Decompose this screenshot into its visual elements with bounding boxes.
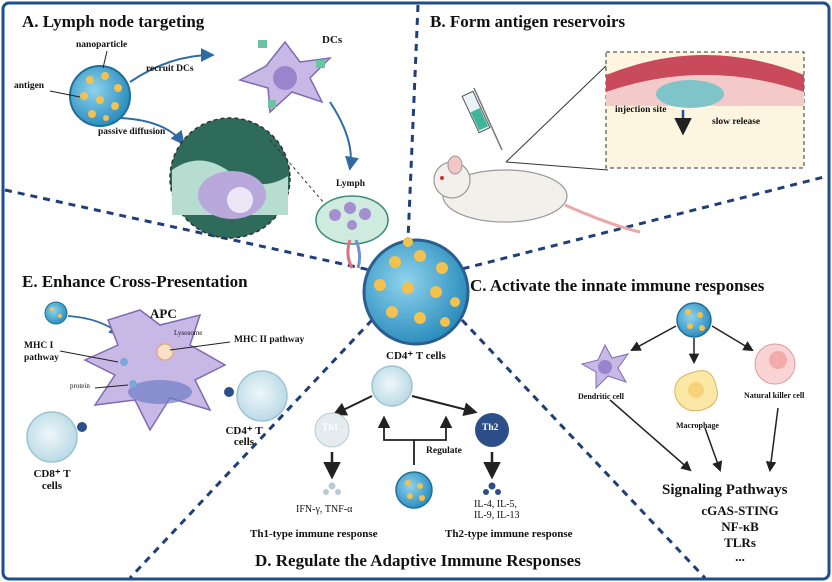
zoom-circle — [169, 117, 291, 239]
nanoparticle-e — [44, 301, 68, 325]
mhc1-label-line1: MHC I — [24, 341, 54, 351]
recruit-dcs-label: recruit DCs — [146, 64, 194, 74]
nk-cell — [754, 343, 796, 385]
mhc1-label-line2: pathway — [24, 353, 59, 363]
mouse — [433, 155, 641, 234]
panel-c-title: C. Activate the innate immune responses — [470, 276, 765, 295]
slow-release-label: slow release — [712, 117, 761, 127]
panel-e-title: E. Enhance Cross-Presentation — [22, 272, 248, 291]
dendritic-cell-c — [580, 343, 630, 390]
panel-dividers — [4, 4, 829, 580]
center-nanoparticle — [362, 237, 470, 346]
signaling-pathways-title: Signaling Pathways — [662, 482, 788, 498]
nanoparticle-a — [69, 65, 131, 127]
nanoparticle-label: nanoparticle — [76, 40, 128, 50]
th2-cell — [475, 413, 509, 447]
dcs-label: DCs — [322, 34, 343, 46]
antigen-label: antigen — [14, 81, 45, 91]
panel-c-graphics — [580, 302, 796, 473]
regulate-label: Regulate — [426, 446, 462, 456]
panel-b-graphics — [433, 51, 805, 234]
th1-label: Th1 — [322, 423, 339, 433]
cd4-t-cells-label: CD4⁺ T cells — [386, 350, 446, 362]
cd8-cell-e — [26, 411, 78, 463]
lymph-label: Lymph — [336, 179, 366, 189]
cd4-cells-e-line1: CD4⁺ T — [225, 425, 263, 437]
panel-a-graphics — [49, 40, 389, 269]
th2-cytokines-line1: IL-4, IL-5, — [474, 499, 518, 510]
cd4-cells-e-line2: cells — [233, 436, 255, 448]
injection-site-label: injection site — [615, 105, 667, 115]
passive-diffusion-label: passive diffusion — [98, 127, 166, 137]
protein-label: protein — [70, 382, 90, 390]
apc-label: APC — [150, 306, 177, 321]
cd4-cell-e — [236, 370, 288, 422]
cd8-cells-line1: CD8⁺ T — [33, 468, 71, 480]
pathway-more: ... — [735, 549, 745, 564]
arrow-passive — [119, 117, 185, 146]
panel-d-title: D. Regulate the Adaptive Immune Response… — [255, 551, 581, 570]
panel-d-graphics — [314, 365, 509, 509]
mhc2-pathway-label: MHC II pathway — [234, 335, 305, 345]
nanoparticle-c — [676, 302, 712, 338]
th1-response-label: Th1-type immune response — [250, 528, 378, 540]
th1-cell — [314, 412, 350, 448]
reservoir-inset — [605, 51, 805, 169]
pathway-cgas-sting: cGAS-STING — [701, 503, 779, 518]
pathway-tlrs: TLRs — [724, 535, 756, 550]
cytokines-th1 — [323, 482, 341, 495]
nk-cell-label: Natural killer cell — [744, 391, 805, 400]
nanoparticle-d — [395, 471, 433, 509]
lymph-node — [315, 195, 389, 269]
th2-label: Th2 — [482, 423, 499, 433]
th2-cytokines-line2: IL-9, IL-13 — [474, 510, 520, 521]
arrow-recruit — [129, 48, 215, 83]
dendritic-cell-label: Dendritic cell — [578, 392, 624, 401]
cd8-cells-line2: cells — [41, 480, 63, 492]
cd4-cell-d — [371, 365, 413, 407]
dendritic-cell-a — [238, 40, 333, 114]
pathway-nf-kb: NF-κB — [721, 519, 759, 534]
panel-a-title: A. Lymph node targeting — [22, 12, 205, 31]
arrow-to-lymph — [329, 101, 359, 171]
th2-response-label: Th2-type immune response — [445, 528, 573, 540]
cytokines-th2 — [483, 482, 501, 495]
macrophage-label: Macrophage — [676, 421, 719, 430]
apc-cell — [83, 309, 227, 432]
panel-b-title: B. Form antigen reservoirs — [430, 12, 626, 31]
macrophage — [674, 370, 718, 412]
syringe — [461, 87, 503, 151]
th1-cytokines: IFN-γ, TNF-α — [296, 504, 353, 515]
lysosome-label: Lysosome — [174, 329, 203, 337]
panel-e-graphics — [26, 301, 288, 463]
